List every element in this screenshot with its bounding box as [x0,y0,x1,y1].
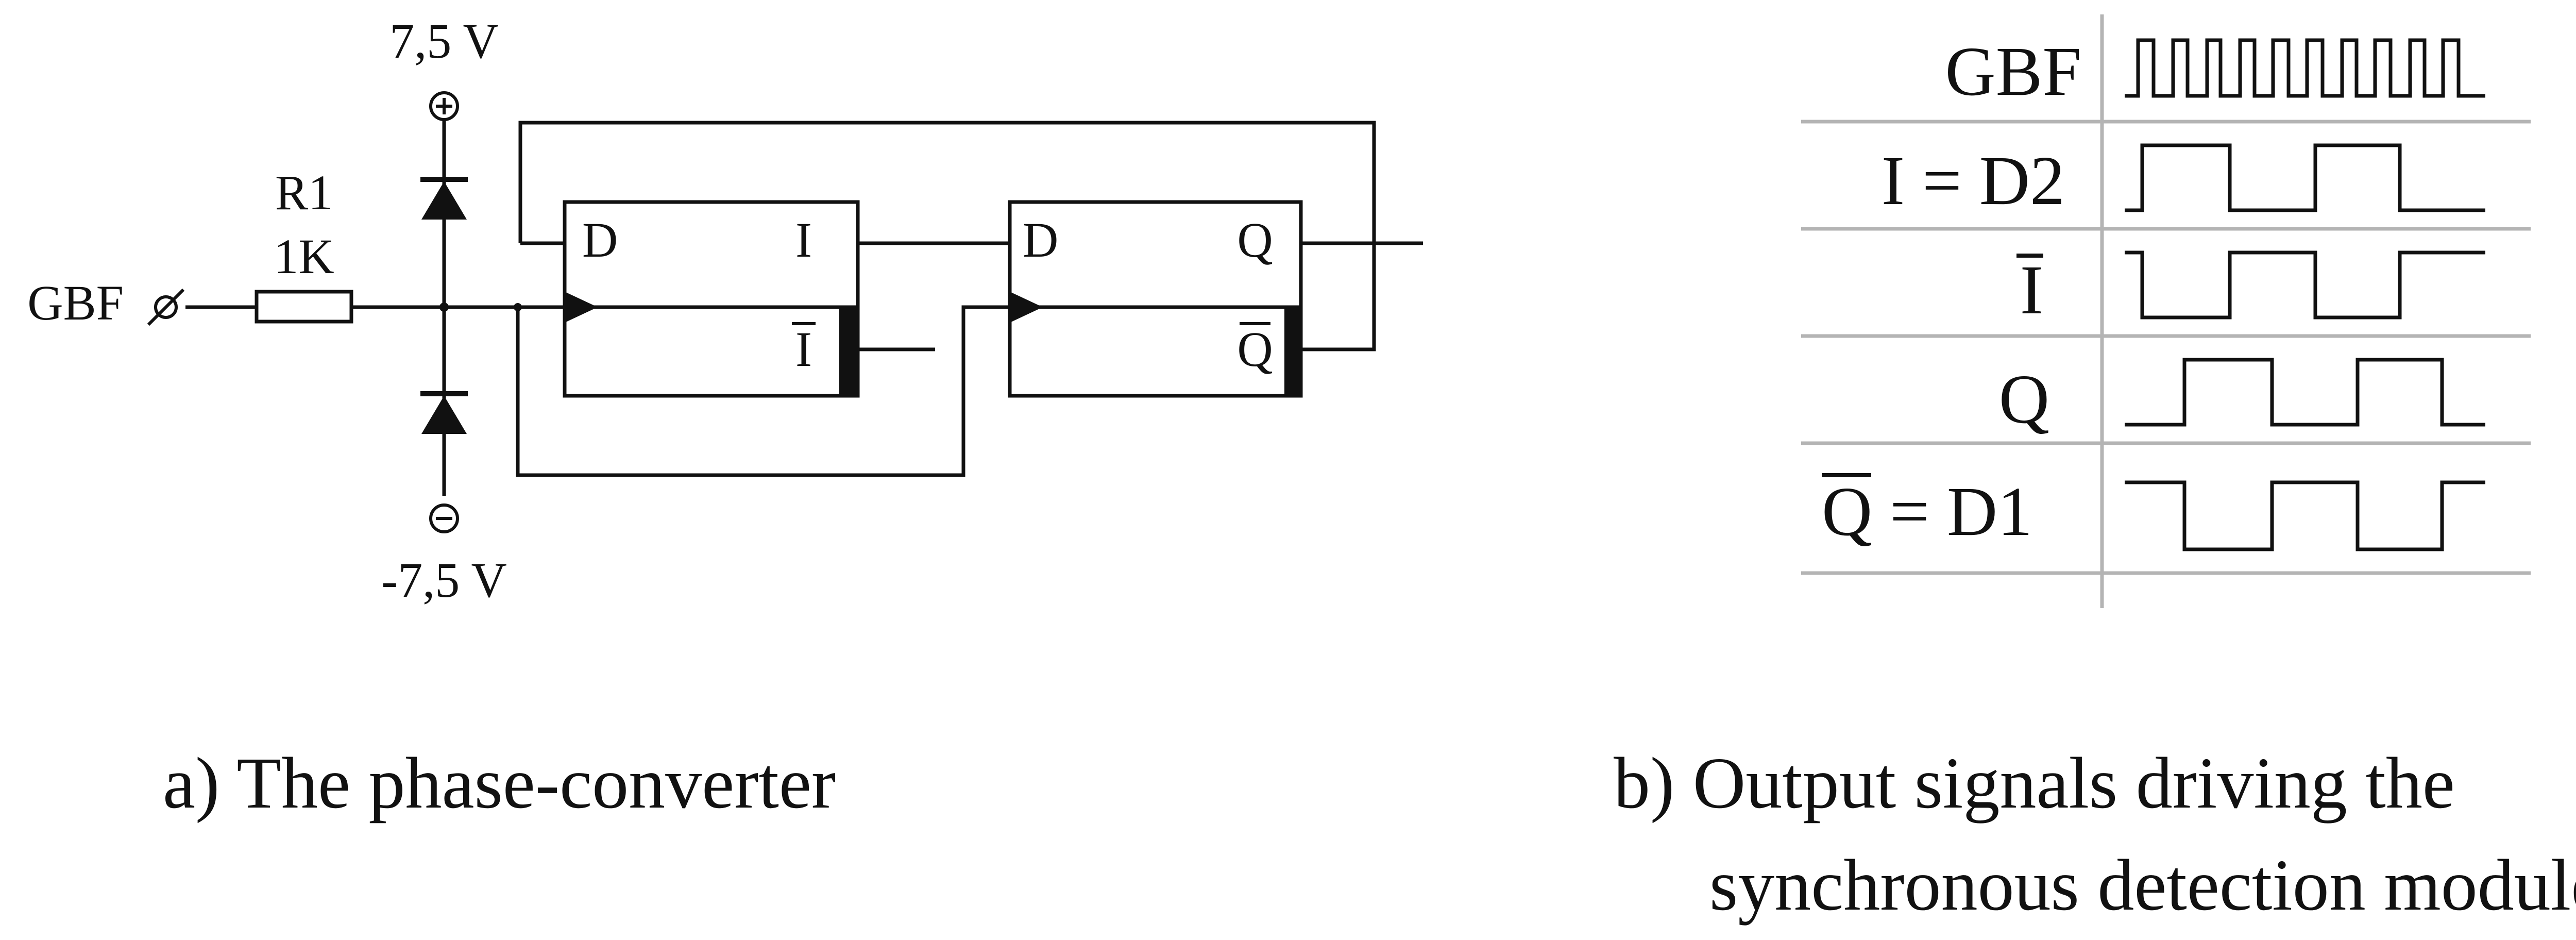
resistor-name-label: R1 [275,165,333,220]
timing-waveforms [2125,38,2485,551]
timing-label-i-d2: I = D2 [1882,142,2065,220]
diode-upper [420,177,468,220]
diode-lower [420,391,468,434]
ff2-qbar-label: Q [1237,322,1273,377]
input-terminal-icon [147,288,185,326]
flip-flop-2 [1008,200,1303,398]
junction-clock [514,303,522,311]
timing-label-d1: = D1 [1872,473,2032,550]
timing-label-qbar-d1: Q = D1 [1822,473,2032,550]
caption-b-line1: b) Output signals driving the [1614,742,2455,824]
junction-node [439,303,449,312]
flip-flop-1 [563,200,860,398]
waveform-q [2125,358,2485,427]
waveform-ibar [2125,250,2485,320]
input-label: GBF [27,275,124,330]
ff1-d-label: D [582,212,618,267]
ff2-q-label: Q [1237,212,1273,267]
waveform-qbar-d1 [2125,480,2485,551]
positive-terminal-icon [429,91,459,121]
feedback-wire-qbar-to-d1 [518,121,1376,351]
supply-negative-label: -7,5 V [381,552,507,608]
timing-label-q: Q [1999,361,2049,438]
resistor-r1 [255,290,353,324]
ff1-ibar-label: I [795,322,812,377]
caption-b-line2: synchronous detection module [1709,844,2576,926]
waveform-gbf [2125,38,2485,98]
clock-arrow-1 [565,292,598,323]
timing-grid [1801,14,2531,608]
supply-positive-label: 7,5 V [389,13,499,69]
waveform-i-d2 [2125,143,2485,212]
timing-label-qbar: Q [1822,473,1872,550]
resistor-value-label: 1K [274,229,334,284]
caption-a: a) The phase-converter [163,742,836,824]
timing-label-ibar: I [2020,251,2043,329]
clock-arrow-2 [1010,292,1043,323]
ff1-i-label: I [795,212,812,267]
wire-clock-to-ff2 [516,305,1012,477]
timing-label-gbf: GBF [1945,33,2081,110]
negative-terminal-icon [429,503,459,533]
ff2-d-label: D [1023,212,1058,267]
